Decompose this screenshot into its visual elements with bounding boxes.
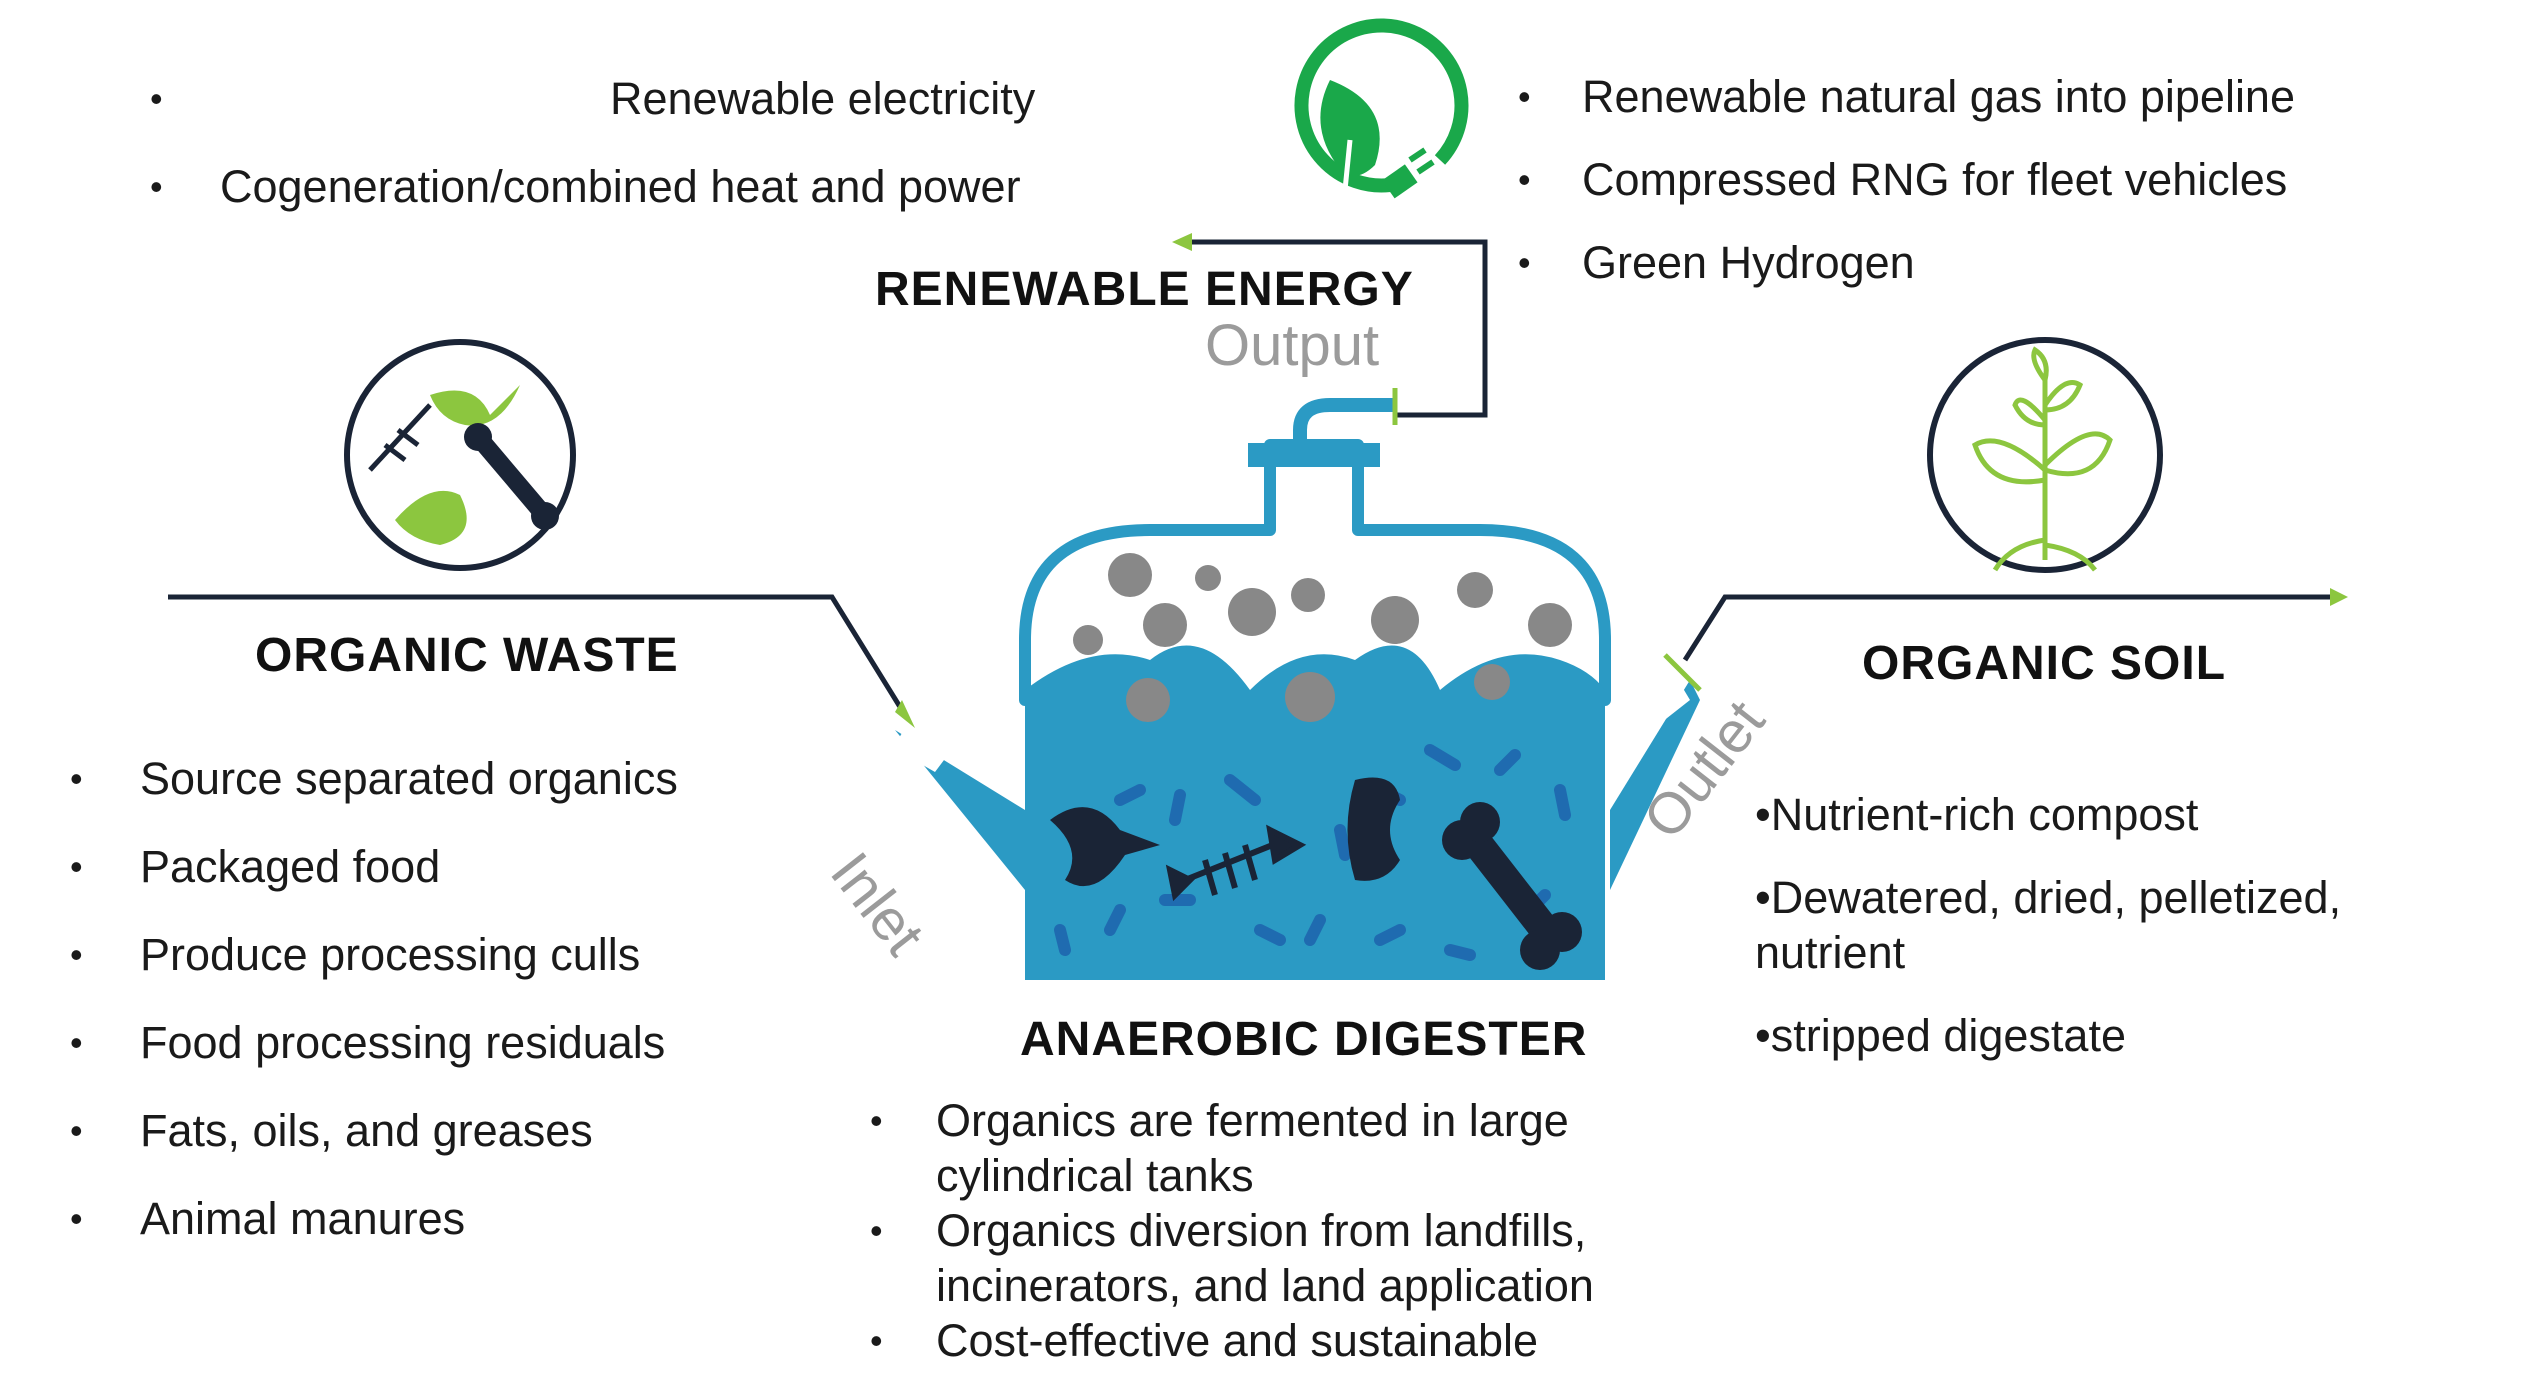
output-label: Output [1205, 313, 1380, 378]
gas-bubbles [1073, 553, 1572, 722]
green-energy-plug-icon [1294, 18, 1469, 199]
list-item: Organics are fermented in large cylindri… [870, 1093, 1720, 1203]
list-item: Renewable electricity [150, 55, 1035, 143]
bacteria-icon [1054, 744, 1571, 961]
plant-icon [1927, 337, 2163, 573]
waste-in-tank [1050, 777, 1582, 970]
digester-list: Organics are fermented in large cylindri… [870, 1093, 1720, 1368]
organic-soil-list: •Nutrient-rich compost •Dewatered, dried… [1755, 787, 2455, 1091]
organic-waste-list: Source separated organics Packaged food … [70, 735, 678, 1263]
list-item: •Dewatered, dried, pelletized, nutrient [1755, 872, 2342, 978]
list-item: Produce processing culls [70, 911, 678, 999]
bone-icon [1442, 802, 1582, 970]
organic-waste-icon [344, 339, 576, 571]
energy-output-line [1185, 239, 1488, 418]
organic-waste-heading: ORGANIC WASTE [255, 629, 679, 682]
fish-bone-icon [1165, 824, 1307, 902]
list-item: Renewable natural gas into pipeline [1518, 55, 2295, 138]
list-item: •Nutrient-rich compost [1755, 789, 2199, 840]
list-item: Green Hydrogen [1518, 221, 2295, 304]
list-item: Compressed RNG for fleet vehicles [1518, 138, 2295, 221]
anaerobic-digester-heading: ANAEROBIC DIGESTER [1020, 1013, 1588, 1066]
renewable-gas-list: Renewable natural gas into pipeline Comp… [1518, 55, 2295, 304]
gas-pipe [1248, 388, 1398, 467]
flow-lines [168, 239, 2335, 717]
energy-arrow-head [1172, 233, 1192, 251]
list-item: •stripped digestate [1755, 1010, 2126, 1061]
inlet-spout [893, 728, 1025, 890]
list-item: Fats, oils, and greases [70, 1087, 678, 1175]
organic-soil-heading: ORGANIC SOIL [1862, 637, 2227, 690]
list-item: Organics diversion from landfills, incin… [870, 1203, 1720, 1313]
apple-core-icon [1347, 777, 1400, 881]
renewable-energy-heading: RENEWABLE ENERGY [875, 263, 1414, 316]
list-item: Source separated organics [70, 735, 678, 823]
outlet-spout [1610, 653, 1702, 890]
soil-outlet-line [1682, 594, 2335, 662]
list-item: Cogeneration/combined heat and power [150, 143, 1035, 231]
list-item: Packaged food [70, 823, 678, 911]
fish-icon [1050, 807, 1160, 887]
list-item: Food processing residuals [70, 999, 678, 1087]
renewable-electricity-list: Renewable electricity Cogeneration/combi… [150, 55, 1035, 231]
list-item: Animal manures [70, 1175, 678, 1263]
inlet-arrow-head [895, 700, 915, 728]
waste-inlet-line [168, 594, 908, 717]
list-item: Cost-effective and sustainable [870, 1313, 1720, 1368]
soil-arrow-head [2330, 588, 2348, 606]
